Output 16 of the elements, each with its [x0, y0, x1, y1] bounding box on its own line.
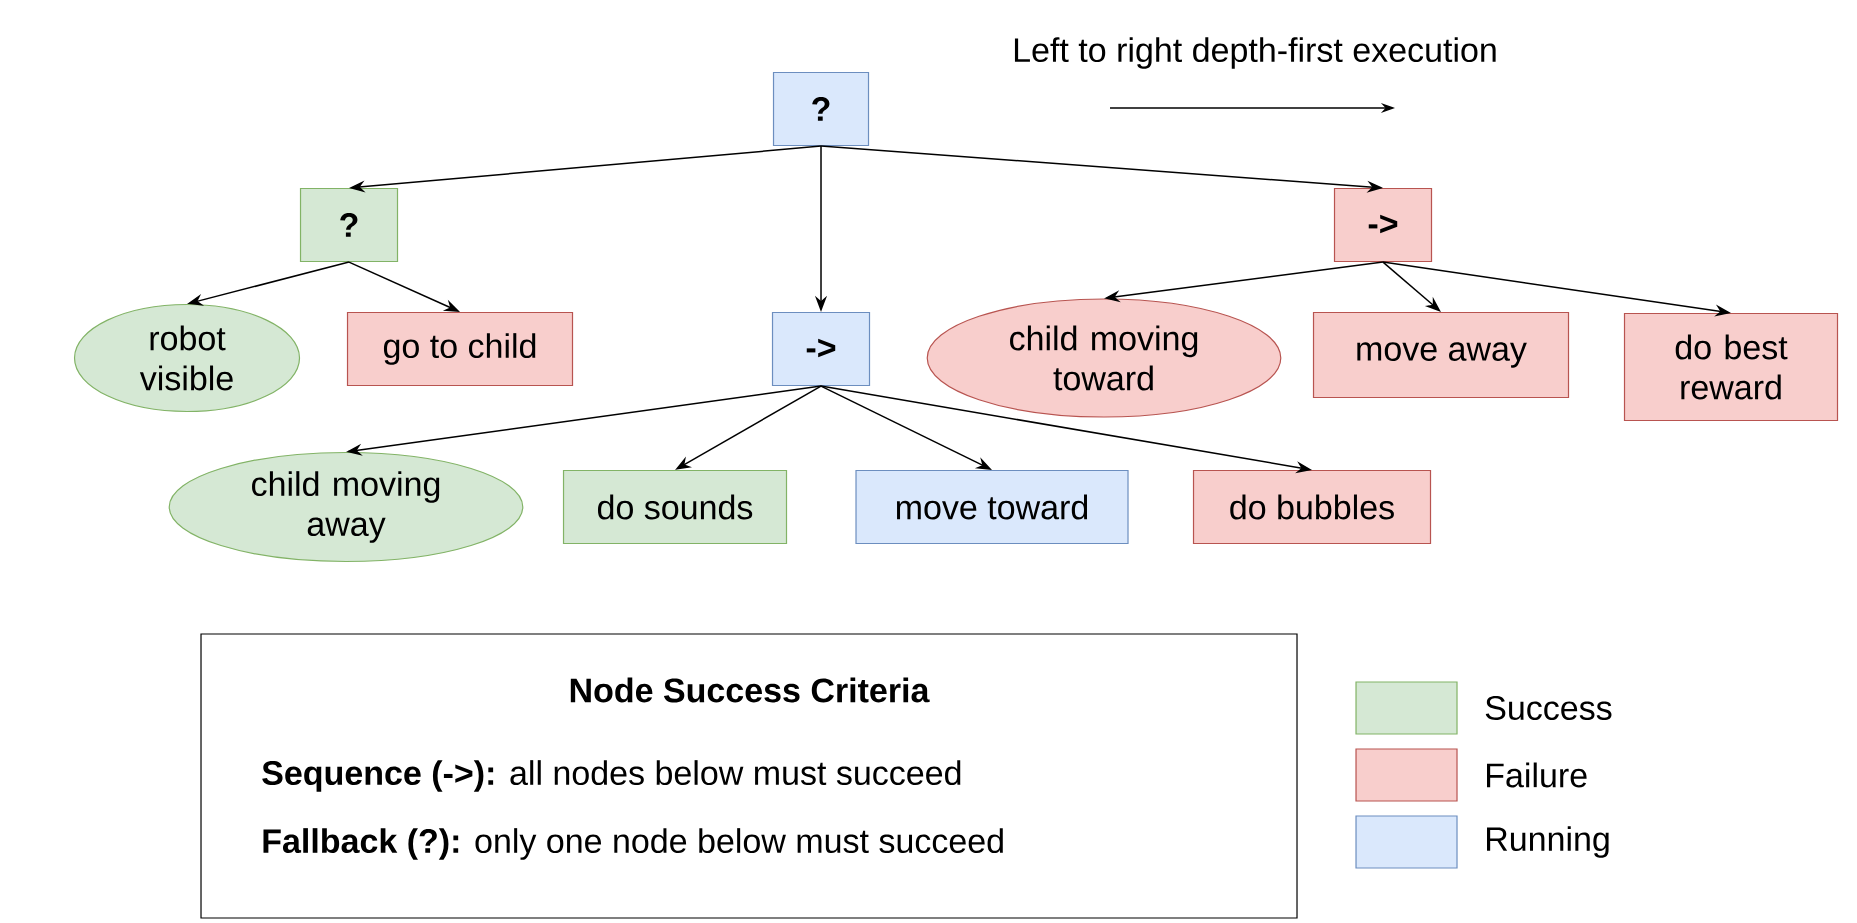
action-box: do bubbles	[1192, 469, 1432, 545]
note-text: Left to right depth-first execution	[1014, 37, 1496, 69]
action-box: move toward	[855, 469, 1129, 545]
action-box: move away	[1312, 311, 1570, 399]
legend-label: Failure	[1487, 762, 1587, 788]
control-box: ?	[299, 187, 399, 263]
criteria-panel: Node Success Criteria Sequence (->): all nodes below must succeed Fallback (?): only one node below must succeed	[200, 633, 1298, 919]
legend-label: Running	[1487, 826, 1609, 858]
action-box: do sounds	[562, 469, 788, 545]
legend-label: Success	[1485, 695, 1612, 721]
control-box: ->	[1333, 187, 1433, 263]
arrow	[1382, 261, 1441, 312]
control-box: ->	[771, 311, 871, 387]
control-box: ?	[772, 71, 870, 147]
action-box: do best reward	[1623, 312, 1839, 422]
action-box: go to child	[346, 311, 574, 387]
